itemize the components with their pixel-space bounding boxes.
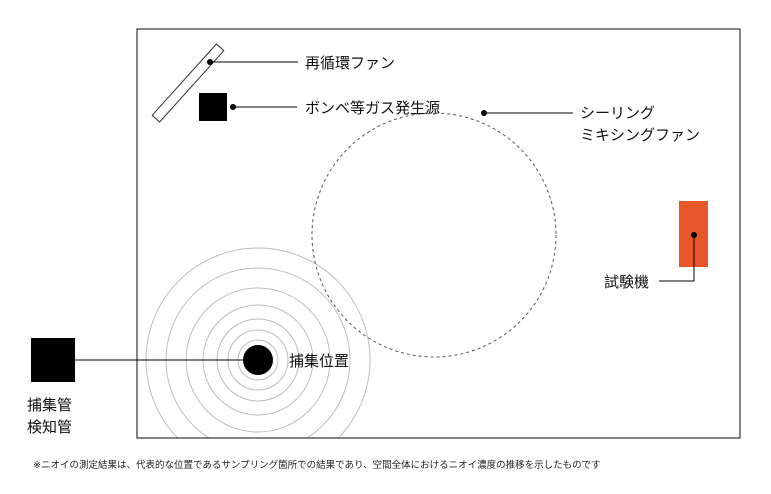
capture-tube-label-line2: 検知管 [27, 418, 72, 436]
gas-cylinder-label: ボンベ等ガス発生源 [305, 99, 440, 117]
test-machine-label: 試験機 [604, 273, 649, 291]
ceiling-fan-label-line1: シーリング [580, 104, 655, 122]
capture-tube-label-line1: 捕集管 [27, 396, 72, 414]
footnote: ※ニオイの測定結果は、代表的な位置であるサンプリング箇所での結果であり、空間全体… [33, 459, 601, 471]
recirc-fan-icon [151, 43, 225, 123]
room-frame [136, 28, 741, 439]
ceiling-fan-label-line2: ミキシングファン [580, 126, 700, 144]
capture-tube-icon [31, 338, 75, 382]
capture-position-icon [243, 345, 273, 375]
test-machine-leader [659, 235, 695, 282]
gas-cylinder-icon [199, 93, 227, 121]
capture-position-label: 捕集位置 [289, 352, 349, 370]
ceiling-fan-airflow-circle [311, 112, 557, 358]
recirc-fan-label: 再循環ファン [305, 54, 395, 72]
